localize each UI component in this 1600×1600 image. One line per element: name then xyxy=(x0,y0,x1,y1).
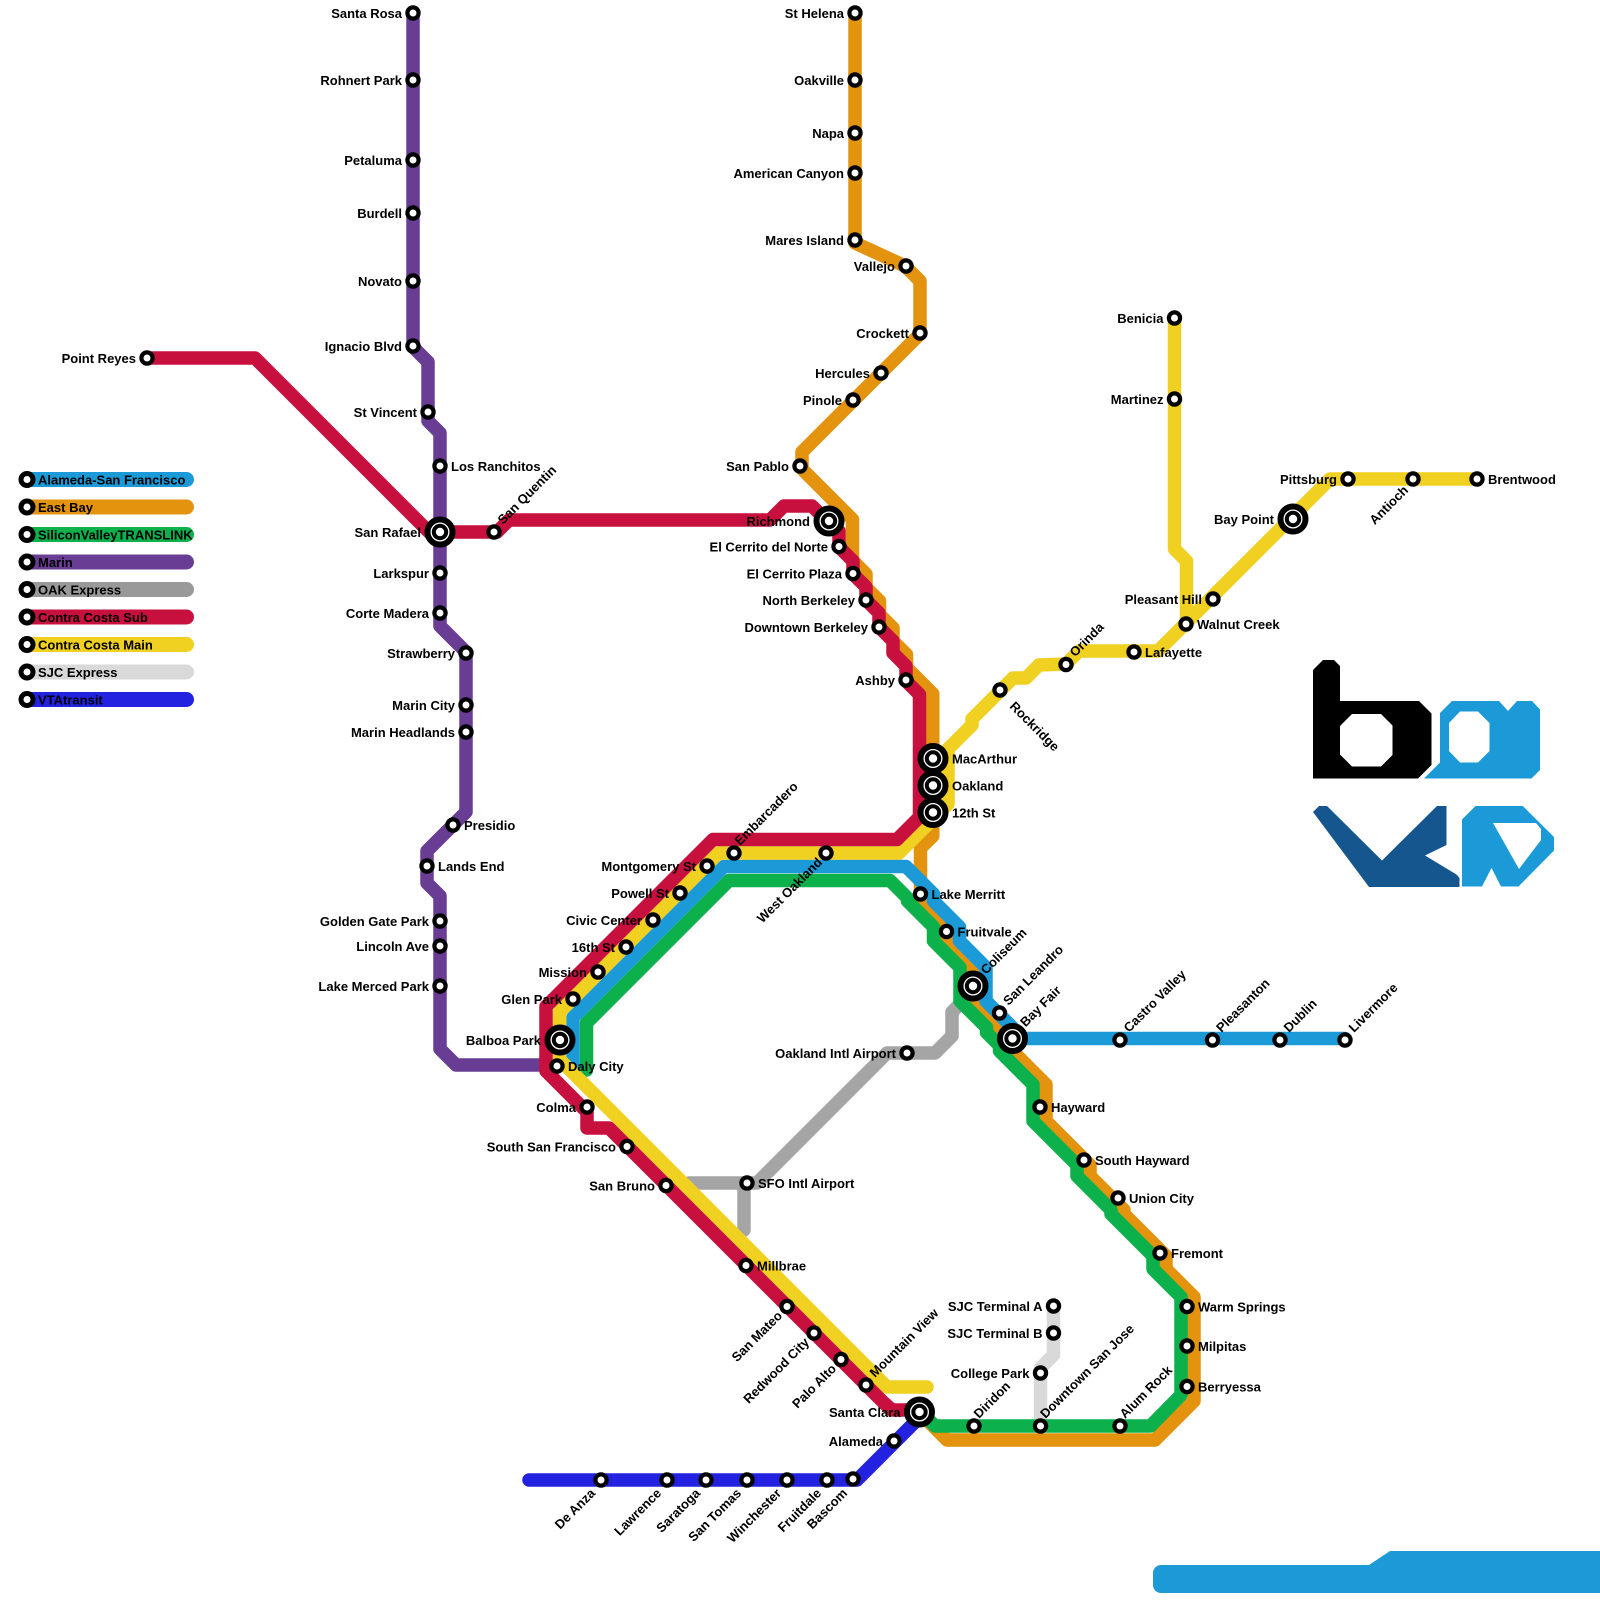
svg-text:SiliconValleyTRANSLINK: SiliconValleyTRANSLINK xyxy=(38,528,193,543)
svg-text:Marin Headlands: Marin Headlands xyxy=(351,725,455,740)
svg-text:Contra Costa Main: Contra Costa Main xyxy=(38,638,153,653)
svg-text:San Rafael: San Rafael xyxy=(355,525,421,540)
svg-text:Oakland: Oakland xyxy=(952,779,1003,794)
svg-text:Daly City: Daly City xyxy=(568,1059,624,1074)
svg-text:Novato: Novato xyxy=(358,274,402,289)
svg-text:Petaluma: Petaluma xyxy=(344,153,403,168)
svg-text:Golden Gate Park: Golden Gate Park xyxy=(320,914,430,929)
svg-text:North Berkeley: North Berkeley xyxy=(763,593,856,608)
svg-text:Milpitas: Milpitas xyxy=(1198,1339,1246,1354)
svg-text:16th St: 16th St xyxy=(572,940,616,955)
svg-text:SJC Express: SJC Express xyxy=(38,665,118,680)
svg-text:Crockett: Crockett xyxy=(856,326,909,341)
svg-text:Lafayette: Lafayette xyxy=(1145,645,1202,660)
svg-text:Alameda: Alameda xyxy=(829,1434,884,1449)
svg-text:Lincoln Ave: Lincoln Ave xyxy=(356,939,429,954)
svg-text:Mares Island: Mares Island xyxy=(765,233,844,248)
svg-text:Downtown Berkeley: Downtown Berkeley xyxy=(744,620,868,635)
svg-text:San Bruno: San Bruno xyxy=(589,1179,655,1194)
svg-text:St Vincent: St Vincent xyxy=(354,405,418,420)
svg-text:Marin City: Marin City xyxy=(392,698,456,713)
svg-text:Hayward: Hayward xyxy=(1051,1100,1105,1115)
svg-text:Oakland Intl Airport: Oakland Intl Airport xyxy=(775,1046,897,1061)
svg-text:Fruitvale: Fruitvale xyxy=(958,925,1012,940)
svg-text:OAK Express: OAK Express xyxy=(38,583,121,598)
svg-text:Rohnert Park: Rohnert Park xyxy=(320,73,402,88)
svg-text:St Helena: St Helena xyxy=(785,6,845,21)
svg-text:12th St: 12th St xyxy=(952,806,996,821)
svg-text:Marin: Marin xyxy=(38,555,73,570)
svg-text:Burdell: Burdell xyxy=(357,206,402,221)
svg-text:Alameda-San Francisco: Alameda-San Francisco xyxy=(38,473,185,488)
svg-text:Point Reyes: Point Reyes xyxy=(62,351,136,366)
svg-text:Ashby: Ashby xyxy=(855,673,896,688)
svg-text:Oakville: Oakville xyxy=(794,73,844,88)
svg-text:Los Ranchitos: Los Ranchitos xyxy=(451,459,541,474)
svg-text:El Cerrito Plaza: El Cerrito Plaza xyxy=(747,567,843,582)
svg-text:Pittsburg: Pittsburg xyxy=(1280,472,1337,487)
svg-text:Balboa Park: Balboa Park xyxy=(466,1033,542,1048)
svg-text:Strawberry: Strawberry xyxy=(387,646,456,661)
svg-text:Colma: Colma xyxy=(536,1100,577,1115)
svg-text:Powell St: Powell St xyxy=(611,886,669,901)
svg-text:Walnut Creek: Walnut Creek xyxy=(1197,617,1280,632)
svg-text:Benicia: Benicia xyxy=(1117,311,1164,326)
svg-text:SJC Terminal B: SJC Terminal B xyxy=(947,1326,1042,1341)
svg-text:Civic Center: Civic Center xyxy=(566,913,642,928)
svg-text:Union City: Union City xyxy=(1129,1191,1195,1206)
svg-text:Bay Point: Bay Point xyxy=(1214,512,1275,527)
svg-text:South Hayward: South Hayward xyxy=(1095,1153,1190,1168)
svg-text:Pinole: Pinole xyxy=(803,393,842,408)
svg-text:Brentwood: Brentwood xyxy=(1488,472,1556,487)
svg-text:Richmond: Richmond xyxy=(746,514,810,529)
svg-text:Presidio: Presidio xyxy=(464,818,515,833)
svg-text:San Pablo: San Pablo xyxy=(726,459,789,474)
svg-text:East Bay: East Bay xyxy=(38,500,94,515)
svg-text:Vallejo: Vallejo xyxy=(854,259,895,274)
svg-text:Martinez: Martinez xyxy=(1111,392,1164,407)
svg-text:Lake Merced Park: Lake Merced Park xyxy=(318,979,429,994)
svg-text:Mission: Mission xyxy=(539,965,587,980)
svg-text:Santa Rosa: Santa Rosa xyxy=(331,6,403,21)
svg-text:Larkspur: Larkspur xyxy=(373,566,429,581)
svg-text:El Cerrito del Norte: El Cerrito del Norte xyxy=(710,540,828,555)
svg-text:Glen Park: Glen Park xyxy=(501,992,562,1007)
svg-text:Hercules: Hercules xyxy=(815,366,870,381)
svg-text:Corte Madera: Corte Madera xyxy=(346,606,430,621)
svg-text:American Canyon: American Canyon xyxy=(733,166,844,181)
svg-text:Pleasant Hill: Pleasant Hill xyxy=(1125,592,1202,607)
svg-text:Ignacio Blvd: Ignacio Blvd xyxy=(325,339,402,354)
svg-text:Napa: Napa xyxy=(812,126,845,141)
svg-text:Warm Springs: Warm Springs xyxy=(1198,1300,1286,1315)
svg-text:Berryessa: Berryessa xyxy=(1198,1380,1262,1395)
svg-text:SFO Intl Airport: SFO Intl Airport xyxy=(758,1176,855,1191)
svg-text:South San Francisco: South San Francisco xyxy=(487,1140,616,1155)
svg-text:Fremont: Fremont xyxy=(1171,1246,1224,1261)
svg-text:Santa Clara: Santa Clara xyxy=(829,1405,901,1420)
svg-text:SJC Terminal A: SJC Terminal A xyxy=(948,1299,1043,1314)
svg-text:Montgomery St: Montgomery St xyxy=(601,859,696,874)
svg-text:VTAtransit: VTAtransit xyxy=(38,693,103,708)
svg-text:Lands End: Lands End xyxy=(438,859,505,874)
svg-text:Contra Costa Sub: Contra Costa Sub xyxy=(38,610,148,625)
svg-text:MacArthur: MacArthur xyxy=(952,752,1017,767)
svg-text:Millbrae: Millbrae xyxy=(757,1259,806,1274)
svg-text:Lake Merritt: Lake Merritt xyxy=(932,887,1006,902)
svg-text:College Park: College Park xyxy=(951,1366,1031,1381)
